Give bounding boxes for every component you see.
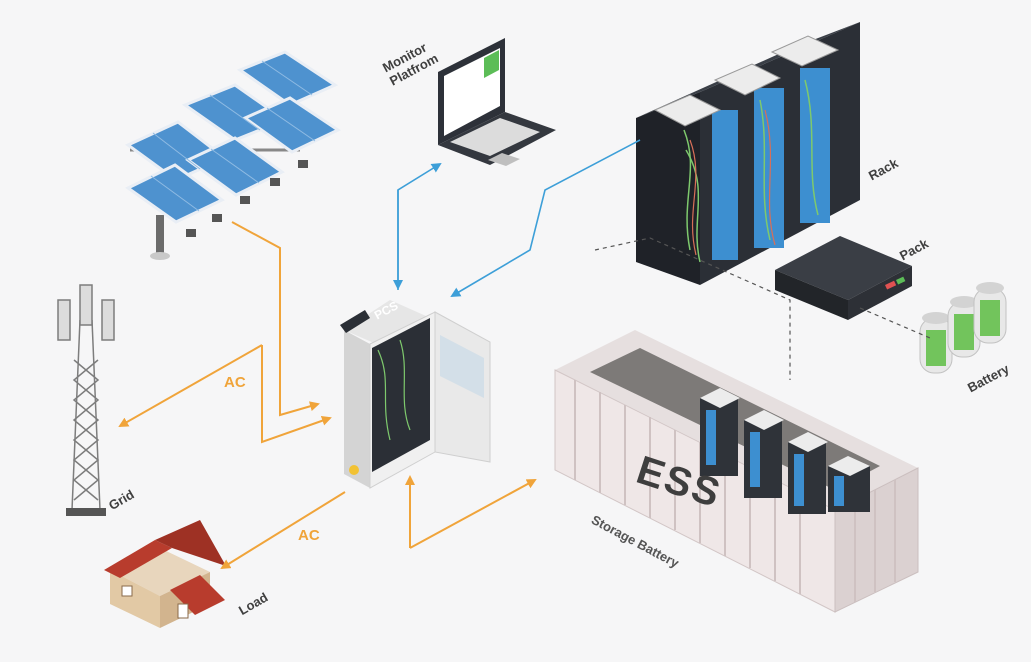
laptop-icon	[438, 38, 556, 166]
ac-label-grid: AC	[224, 374, 246, 391]
battery-pack-icon	[775, 236, 912, 320]
house-icon	[104, 520, 226, 628]
pcs-cabinet-icon	[340, 300, 491, 489]
server-rack-icon	[636, 22, 860, 285]
grid-tower-icon	[57, 284, 115, 516]
ac-flow-lines	[118, 221, 537, 570]
battery-cells-icon	[919, 282, 1007, 374]
solar-array-icon	[125, 50, 342, 260]
dashed-connectors	[594, 237, 931, 380]
container-icon	[554, 330, 919, 613]
ac-label-load: AC	[298, 527, 320, 544]
data-flow-lines	[393, 139, 641, 298]
